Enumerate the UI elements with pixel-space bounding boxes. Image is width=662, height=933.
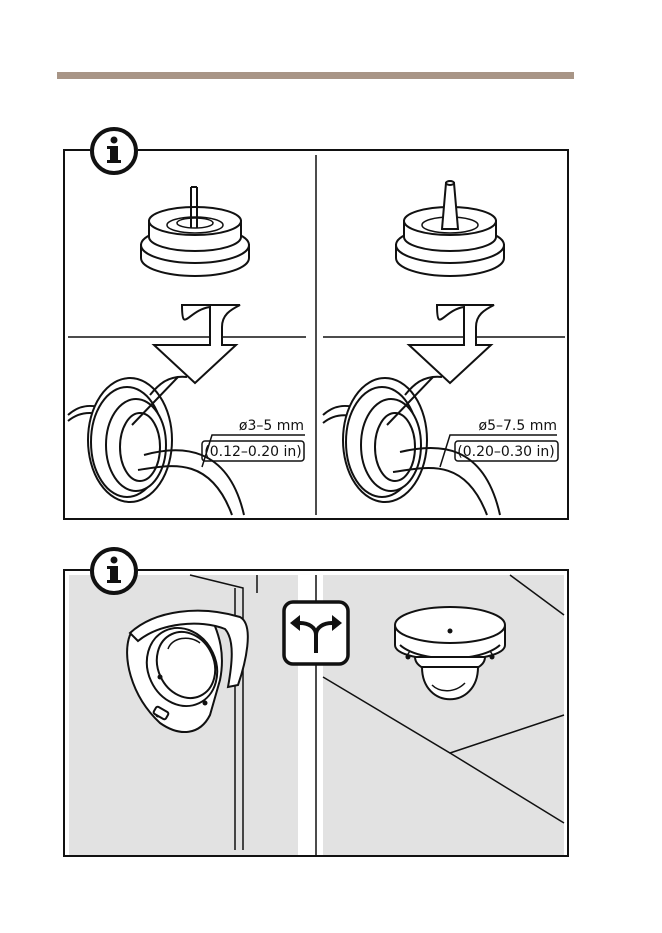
info-icon bbox=[92, 549, 136, 593]
large-gasket-icon bbox=[396, 181, 504, 276]
down-arrow-icon bbox=[154, 305, 240, 383]
small-gasket-icon bbox=[141, 187, 249, 276]
mounting-options-diagram bbox=[60, 545, 575, 863]
large-cable-inch-label: (0.20–0.30 in) bbox=[457, 444, 554, 460]
info-icon bbox=[92, 129, 136, 173]
small-cable-inch-label: (0.12–0.20 in) bbox=[204, 444, 301, 460]
cable-gasket-panel: ø3–5 mm (0.12–0.20 in) ø5–7.5 mm (0.20–0… bbox=[60, 125, 575, 525]
large-cable-diameter-label: ø5–7.5 mm bbox=[479, 418, 557, 434]
mounting-options-panel bbox=[60, 545, 575, 863]
fork-arrows-icon bbox=[284, 602, 348, 664]
cable-gasket-diagram: ø3–5 mm (0.12–0.20 in) ø5–7.5 mm (0.20–0… bbox=[60, 125, 575, 525]
small-cable-diameter-label: ø3–5 mm bbox=[239, 418, 304, 434]
header-rule bbox=[57, 72, 574, 79]
down-arrow-icon bbox=[409, 305, 494, 383]
